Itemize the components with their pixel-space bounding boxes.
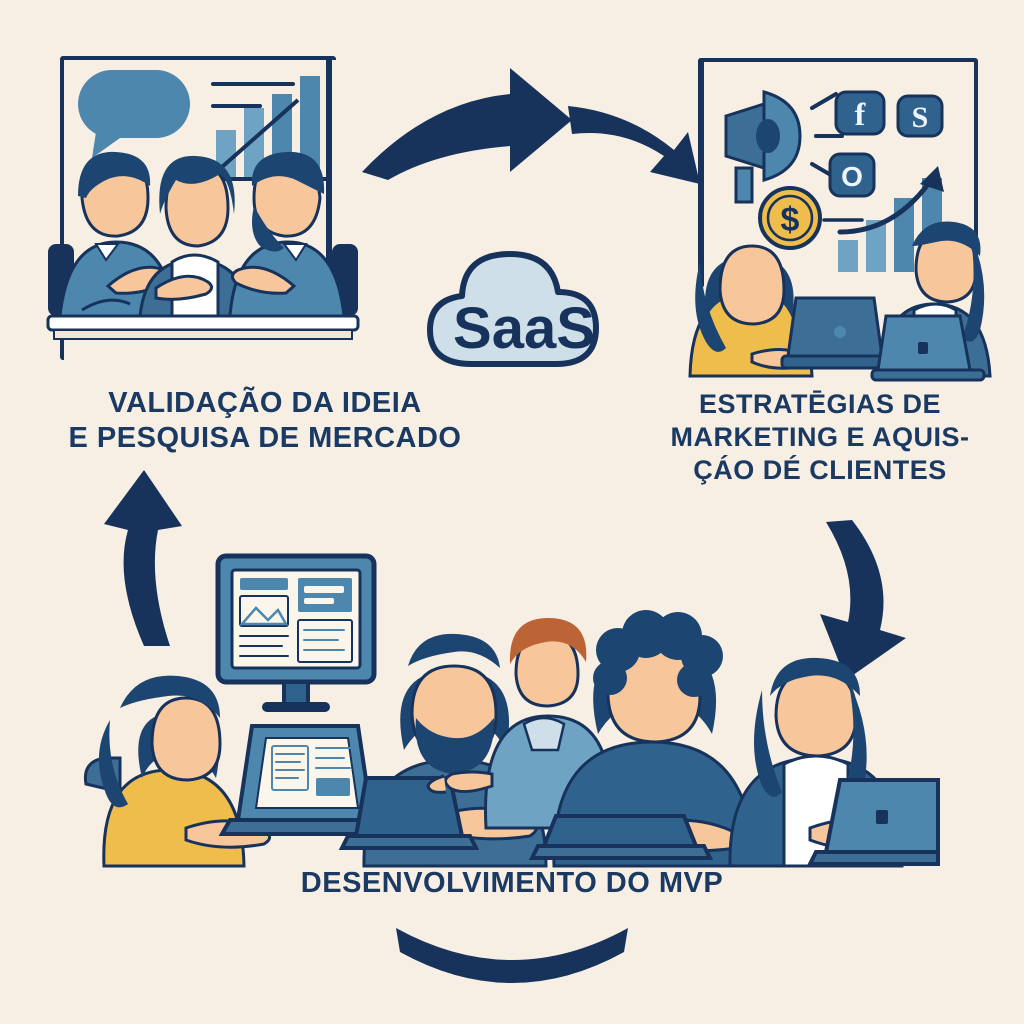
step-label-marketing-line2: MARKETING E AQUIS- xyxy=(670,421,970,452)
step-label-marketing-line3: ÇÁO DÉ CLIENTES xyxy=(693,454,947,485)
arrow-validation-to-marketing-lower xyxy=(568,106,700,184)
step-label-marketing-line1: ESTRATĒGIAS DE xyxy=(698,389,942,419)
text-lines-icon xyxy=(211,82,295,108)
arrow-cycle-bottom-arc xyxy=(396,928,628,983)
facebook-tile-icon: f xyxy=(834,90,886,136)
instagram-tile-icon: O xyxy=(828,152,876,198)
svg-text:$: $ xyxy=(781,201,800,239)
svg-text:S: S xyxy=(912,101,929,134)
desktop-monitor-wireframe-icon xyxy=(215,553,377,712)
svg-text:O: O xyxy=(841,161,863,192)
validation-panel-frame xyxy=(60,56,336,360)
step-label-validation: VALIDAÇÃO DA IDEIA E PESQUISA DE MERCADO xyxy=(40,386,490,457)
svg-text:f: f xyxy=(855,96,866,132)
person-right xyxy=(228,151,358,318)
marketing-scene: $ f S O xyxy=(688,90,992,382)
marketing-panel-frame-left xyxy=(698,58,704,288)
saas-cloud-label: SaaS xyxy=(453,296,595,361)
step-label-mvp-line1: DESENVOLVIMENTO DO MVP xyxy=(300,867,724,899)
person-center xyxy=(138,155,252,318)
megaphone-icon xyxy=(724,90,844,204)
saas-cloud-badge: SaaS xyxy=(427,251,599,367)
step-label-validation-line1: VALIDAÇÃO DA IDEIA xyxy=(108,387,422,419)
arrow-validation-to-marketing-upper xyxy=(362,68,572,180)
validation-panel-frame-right xyxy=(326,56,332,286)
skype-tile-icon: S xyxy=(896,94,944,138)
laptop-3-icon xyxy=(528,814,714,860)
dollar-coin-icon: $ xyxy=(758,186,822,250)
person-mvp-yellow xyxy=(83,675,271,868)
arrow-mvp-to-validation xyxy=(104,470,182,646)
mvp-scene xyxy=(83,553,940,868)
validation-scene xyxy=(46,70,360,340)
arrow-marketing-to-mvp xyxy=(820,520,906,680)
step-label-validation-line2: E PESQUISA DE MERCADO xyxy=(68,422,462,455)
laptop-4-icon xyxy=(806,778,940,866)
step-label-marketing: ESTRATĒGIAS DE MARKETING E AQUIS- ÇÁO DÉ… xyxy=(648,388,992,487)
person-marketing-left xyxy=(688,244,814,378)
marketing-panel-frame xyxy=(698,58,978,362)
laptop-right-icon xyxy=(870,314,986,382)
speech-bubble-icon xyxy=(78,70,190,158)
laptop-left-icon xyxy=(780,296,896,370)
step-label-mvp: DESENVOLVIMENTO DO MVP xyxy=(262,866,762,901)
